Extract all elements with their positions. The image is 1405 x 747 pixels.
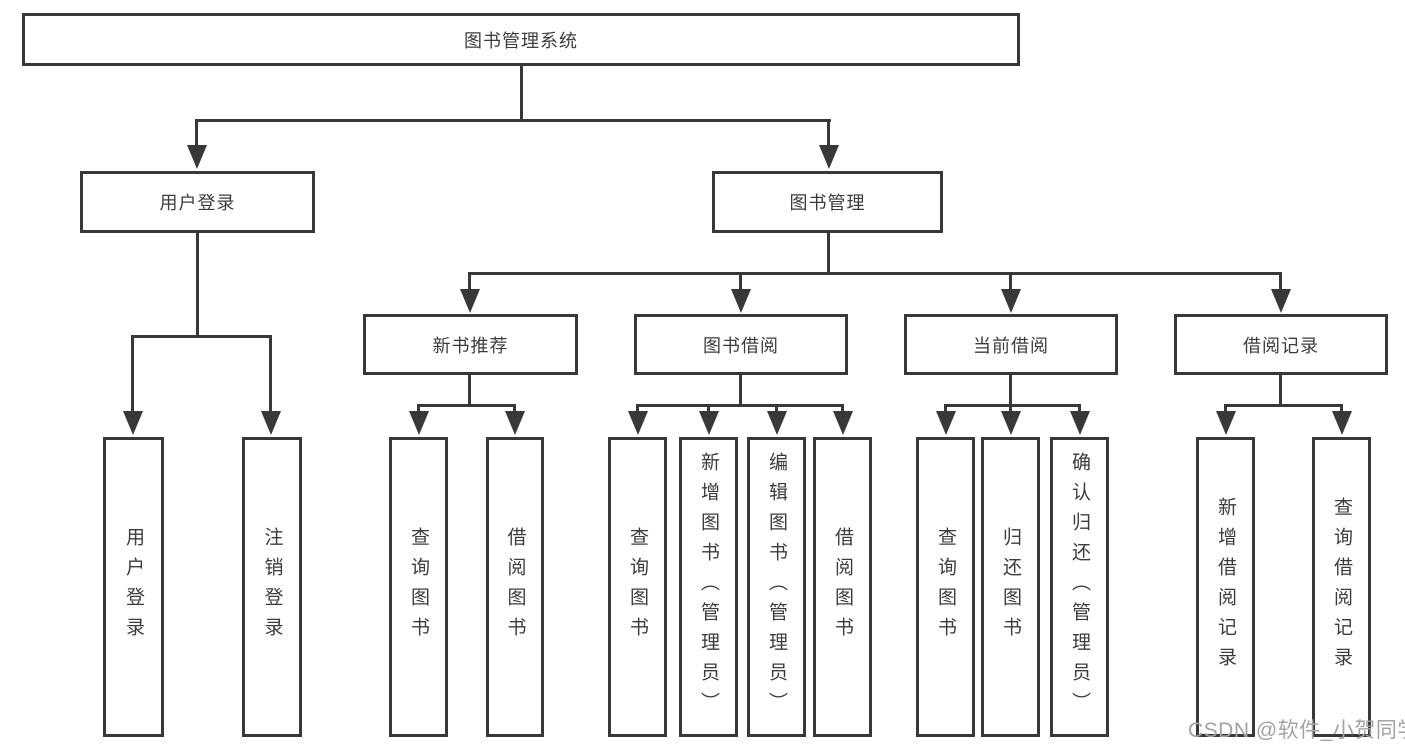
node-book-management: 图书管理 (712, 171, 943, 233)
connector-stem (1009, 404, 1012, 414)
connector-stem (513, 404, 516, 414)
csdn-watermark: CSDN @软件_小贺同学 (1188, 719, 1405, 742)
connector-borrowrecords-bus (1224, 404, 1343, 407)
connector-stem-book-borrow (739, 272, 742, 291)
connector-stem-leaf-logout (269, 335, 272, 413)
connector-stem (944, 404, 947, 414)
leaf-cb-confirm-return-admin: 确认归还（管理员） (1050, 437, 1109, 737)
leaf-user-login: 用户登录 (103, 437, 164, 737)
arrow-down-icon (936, 411, 956, 435)
leaf-br-query-record: 查询借阅记录 (1312, 437, 1371, 737)
leaf-br-add-record: 新增借阅记录 (1196, 437, 1255, 737)
arrow-down-icon (833, 411, 853, 435)
leaf-nb-query-books: 查询图书 (389, 437, 448, 737)
connector-stem-leaf-user-login (131, 335, 134, 413)
arrow-down-icon (699, 411, 719, 435)
node-label: 图书借阅 (703, 335, 779, 356)
node-label: 确认归还（管理员） (1069, 452, 1090, 722)
connector-bookborrow-bus (636, 404, 844, 407)
leaf-bb-add-books-admin: 新增图书（管理员） (679, 437, 738, 737)
arrow-down-icon (1001, 411, 1021, 435)
node-label: 借阅记录 (1243, 335, 1319, 356)
connector-stem (417, 404, 420, 414)
connector-newbookrec-drop (468, 375, 471, 406)
leaf-cb-query-books: 查询图书 (916, 437, 975, 737)
leaf-bb-edit-books-admin: 编辑图书（管理员） (747, 437, 806, 737)
connector-userlogin-bus (131, 335, 272, 338)
node-current-borrowing: 当前借阅 (904, 314, 1118, 375)
node-label: 用户登录 (159, 193, 236, 213)
node-borrowing-records: 借阅记录 (1174, 314, 1388, 375)
connector-stem (775, 404, 778, 414)
connector-bookborrow-drop (739, 375, 742, 406)
node-library-management-system: 图书管理系统 (22, 13, 1020, 66)
node-new-book-recommend: 新书推荐 (363, 314, 578, 375)
arrow-down-icon (731, 289, 751, 313)
node-label: 编辑图书（管理员） (766, 452, 787, 722)
connector-bookmgmt-bus (468, 272, 1282, 275)
arrow-down-icon (187, 145, 207, 169)
arrow-down-icon (1332, 411, 1352, 435)
connector-stem-borrow-records (1279, 272, 1282, 291)
arrow-down-icon (767, 411, 787, 435)
arrow-down-icon (1070, 411, 1090, 435)
node-label: 查询图书 (627, 527, 648, 647)
connector-root-bus (195, 119, 831, 122)
leaf-cb-return-books: 归还图书 (981, 437, 1040, 737)
arrow-down-icon (505, 411, 525, 435)
arrow-down-icon (1001, 289, 1021, 313)
leaf-logout: 注销登录 (242, 437, 302, 737)
connector-stem (1078, 404, 1081, 414)
leaf-bb-query-books: 查询图书 (608, 437, 667, 737)
node-user-login: 用户登录 (80, 171, 315, 233)
connector-stem-book-mgmt (827, 119, 830, 149)
connector-stem-current-borrow (1009, 272, 1012, 291)
node-book-borrowing: 图书借阅 (634, 314, 848, 375)
connector-userlogin-drop (196, 233, 199, 337)
connector-stem (841, 404, 844, 414)
node-label: 图书管理系统 (464, 30, 578, 51)
connector-currentborrow-drop (1009, 375, 1012, 406)
node-label: 查询图书 (935, 527, 956, 647)
connector-stem-new-book-rec (468, 272, 471, 291)
arrow-down-icon (261, 411, 281, 435)
arrow-down-icon (1216, 411, 1236, 435)
arrow-down-icon (819, 145, 839, 169)
node-label: 新增借阅记录 (1215, 497, 1236, 677)
connector-stem (1224, 404, 1227, 414)
arrow-down-icon (409, 411, 429, 435)
node-label: 借阅图书 (832, 527, 853, 647)
node-label: 借阅图书 (504, 527, 526, 647)
connector-stem-user-login (195, 119, 198, 149)
arrow-down-icon (628, 411, 648, 435)
node-label: 图书管理 (789, 193, 866, 213)
node-label: 新增图书（管理员） (698, 452, 719, 722)
node-label: 归还图书 (1000, 527, 1021, 647)
connector-currentborrow-bus (944, 404, 1081, 407)
node-label: 注销登录 (261, 527, 283, 647)
connector-bookmgmt-drop (827, 233, 830, 274)
connector-root-drop (520, 66, 523, 121)
arrow-down-icon (460, 289, 480, 313)
arrow-down-icon (123, 411, 143, 435)
connector-borrowrecords-drop (1279, 375, 1282, 406)
leaf-bb-borrow-books: 借阅图书 (813, 437, 872, 737)
arrow-down-icon (1271, 289, 1291, 313)
node-label: 用户登录 (123, 527, 144, 647)
connector-stem (1340, 404, 1343, 414)
node-label: 新书推荐 (432, 335, 509, 356)
connector-stem (636, 404, 639, 414)
leaf-nb-borrow-books: 借阅图书 (486, 437, 544, 737)
connector-stem (707, 404, 710, 414)
node-label: 查询图书 (408, 527, 429, 647)
node-label: 查询借阅记录 (1331, 497, 1352, 677)
node-label: 当前借阅 (973, 335, 1049, 356)
connector-newbookrec-bus (417, 404, 516, 407)
